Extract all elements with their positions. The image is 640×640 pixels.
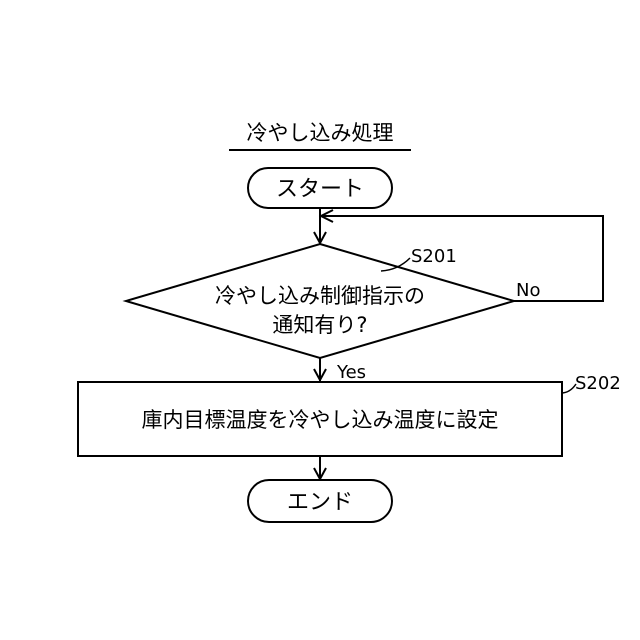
- leader-s202: [561, 384, 576, 393]
- no-label: No: [516, 280, 540, 301]
- start-label: スタート: [276, 177, 364, 202]
- flowchart-title: 冷やし込み処理: [247, 121, 394, 145]
- decision-text-line1: 冷やし込み制御指示の: [215, 284, 425, 308]
- yes-label: Yes: [336, 362, 366, 383]
- decision-text-line2: 通知有り?: [272, 313, 367, 337]
- process-text: 庫内目標温度を冷やし込み温度に設定: [142, 408, 499, 432]
- step-label-s202: S202: [575, 373, 621, 394]
- end-label: エンド: [287, 490, 353, 515]
- step-label-s201: S201: [411, 246, 457, 267]
